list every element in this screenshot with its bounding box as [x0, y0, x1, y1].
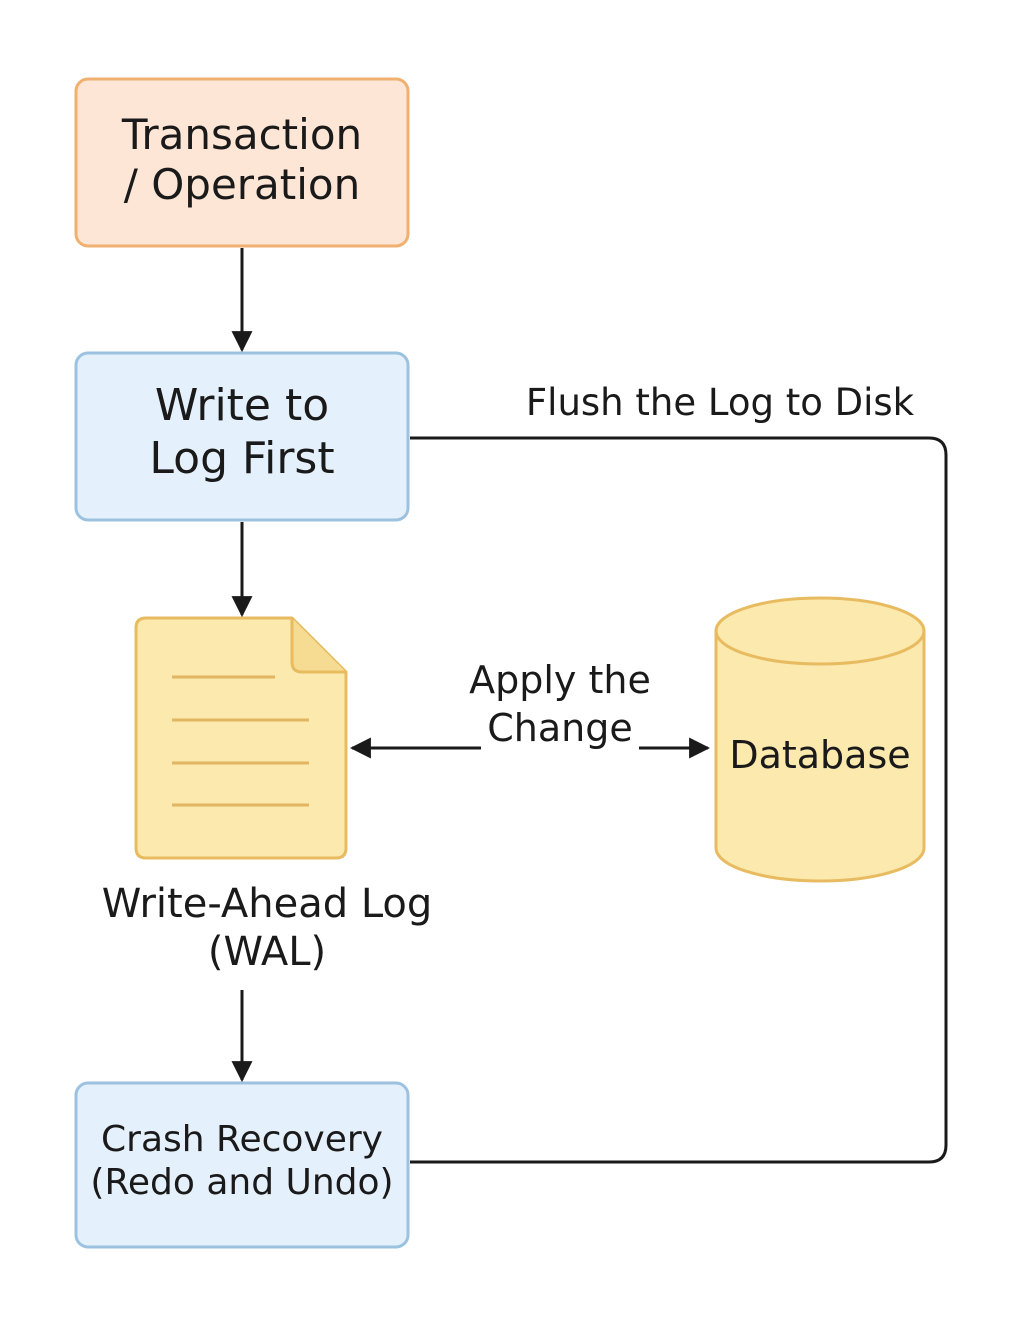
write-log-box: [74, 351, 410, 522]
wal-label: Write-Ahead Log (WAL): [60, 880, 474, 976]
wal-label-line2: (WAL): [207, 929, 327, 975]
crash-recovery-box: [74, 1081, 410, 1249]
transaction-box: [74, 77, 410, 248]
apply-change-label: Apply the Change: [430, 657, 690, 752]
crash-recovery-label: Crash Recovery (Redo and Undo): [76, 1118, 408, 1204]
database-label-text: Database: [729, 733, 911, 777]
database-cylinder-icon: [714, 596, 926, 883]
write-log-label-line1: Write to: [154, 380, 330, 431]
flush-label: Flush the Log to Disk: [500, 381, 940, 425]
apply-change-line1: Apply the: [469, 658, 651, 702]
flush-path-line: [410, 436, 948, 1164]
transaction-label-line2: / Operation: [123, 160, 361, 210]
wal-document-icon: [134, 616, 348, 860]
apply-change-line2: Change: [481, 704, 639, 752]
crash-recovery-label-line1: Crash Recovery: [101, 1119, 383, 1160]
transaction-label: Transaction / Operation: [76, 110, 408, 211]
write-log-label-line2: Log First: [149, 432, 335, 484]
crash-recovery-label-line2: (Redo and Undo): [90, 1162, 394, 1204]
write-log-label: Write to Log First: [76, 380, 408, 486]
transaction-label-line1: Transaction: [121, 110, 363, 159]
database-label: Database: [716, 733, 924, 779]
wal-label-line1: Write-Ahead Log: [101, 881, 433, 927]
flush-label-text: Flush the Log to Disk: [525, 381, 915, 424]
